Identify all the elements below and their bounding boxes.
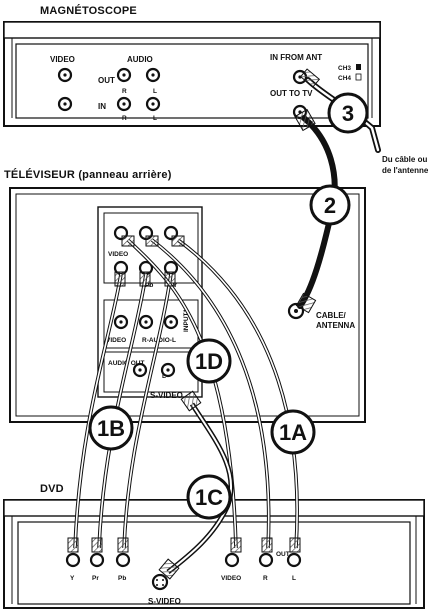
badge-1d: 1D: [186, 338, 232, 384]
dvd-jack-video-icon: [224, 552, 240, 568]
svg-text:1B: 1B: [97, 416, 125, 441]
dvd-pr-label: Pr: [92, 575, 99, 582]
vcr-out-l-label: L: [153, 88, 157, 95]
cable-1b-component: [73, 273, 173, 549]
tv-svideo-label: S-VIDEO: [150, 391, 183, 400]
tv-cable-antenna-label-1: CABLE/: [316, 311, 347, 320]
antenna-source-note-2: de l'antenne: [382, 166, 429, 175]
dvd-svideo-label: S-VIDEO: [148, 597, 181, 606]
tv-video-label: VIDEO: [108, 251, 128, 258]
badge-1c: 1C: [186, 474, 232, 520]
dvd-l-label: L: [292, 575, 296, 582]
vcr-jack-audio-out-l-icon: [145, 67, 161, 83]
tv-jack-audio-out-icon: [132, 362, 176, 378]
tv-l-label: L: [162, 373, 166, 380]
badge-1a: 1A: [270, 409, 316, 455]
dvd-y-label: Y: [70, 575, 75, 582]
channel-switch-icon: [356, 64, 361, 70]
vcr-video-label: VIDEO: [50, 55, 75, 64]
antenna-source-note-1: Du câble ou: [382, 155, 427, 164]
dvd-svideo-jack-icon: [151, 573, 169, 591]
dvd-heading: DVD: [40, 483, 64, 495]
dvd-r-label: R: [263, 575, 268, 582]
vcr-ch3-label: CH3: [338, 65, 351, 72]
dvd-out-label: OUT: [276, 551, 290, 558]
dvd-pb-label: Pb: [118, 575, 126, 582]
vcr-in-label: IN: [98, 102, 106, 111]
dvd-jack-l-icon: [286, 552, 302, 568]
svg-text:1A: 1A: [279, 420, 307, 445]
vcr-jack-video-out-icon: [57, 67, 73, 83]
dvd-jack-pr-icon: [89, 552, 105, 568]
badge-3: 3: [327, 92, 369, 134]
vcr-jack-audio-in-l-icon: [145, 96, 161, 112]
badge-1b: 1B: [88, 405, 134, 451]
vcr-heading: MAGNÉTOSCOPE: [40, 4, 137, 17]
vcr-out-to-tv-label: OUT TO TV: [270, 89, 313, 98]
tv-jack-input1-icon: [113, 314, 179, 330]
dvd-jack-y-icon: [65, 552, 81, 568]
plug-heads: [67, 235, 301, 553]
dvd-jack-r-icon: [258, 552, 274, 568]
svg-text:3: 3: [342, 101, 354, 126]
vcr-jack-audio-in-r-icon: [116, 96, 132, 112]
vcr-unit: VIDEO AUDIO OUT IN R L R L IN FROM ANT O…: [3, 21, 381, 127]
tv-cable-antenna-label-2: ANTENNA: [316, 321, 355, 330]
tv-input1-label: INPUT1: [183, 309, 190, 333]
vcr-jack-audio-out-r-icon: [116, 67, 132, 83]
vcr-audio-label: AUDIO: [127, 55, 153, 64]
vcr-ch4-label: CH4: [338, 75, 351, 82]
tv-heading: TÉLÉVISEUR (panneau arrière): [4, 168, 172, 181]
dvd-video-label: VIDEO: [221, 575, 241, 582]
vcr-in-l-label: L: [153, 115, 157, 122]
vcr-out-label: OUT: [98, 76, 115, 85]
svg-text:2: 2: [324, 193, 336, 218]
cable-1a-audio: [150, 238, 299, 549]
badge-2: 2: [309, 184, 351, 226]
vcr-out-r-label: R: [122, 88, 127, 95]
svg-text:1D: 1D: [195, 349, 223, 374]
svg-text:1C: 1C: [195, 485, 223, 510]
vcr-in-from-ant-label: IN FROM ANT: [270, 53, 322, 62]
tv-video2-label: VIDEO: [106, 337, 126, 344]
vcr-in-r-label: R: [122, 115, 127, 122]
vcr-jack-video-in-icon: [57, 96, 73, 112]
dvd-jack-pb-icon: [115, 552, 131, 568]
